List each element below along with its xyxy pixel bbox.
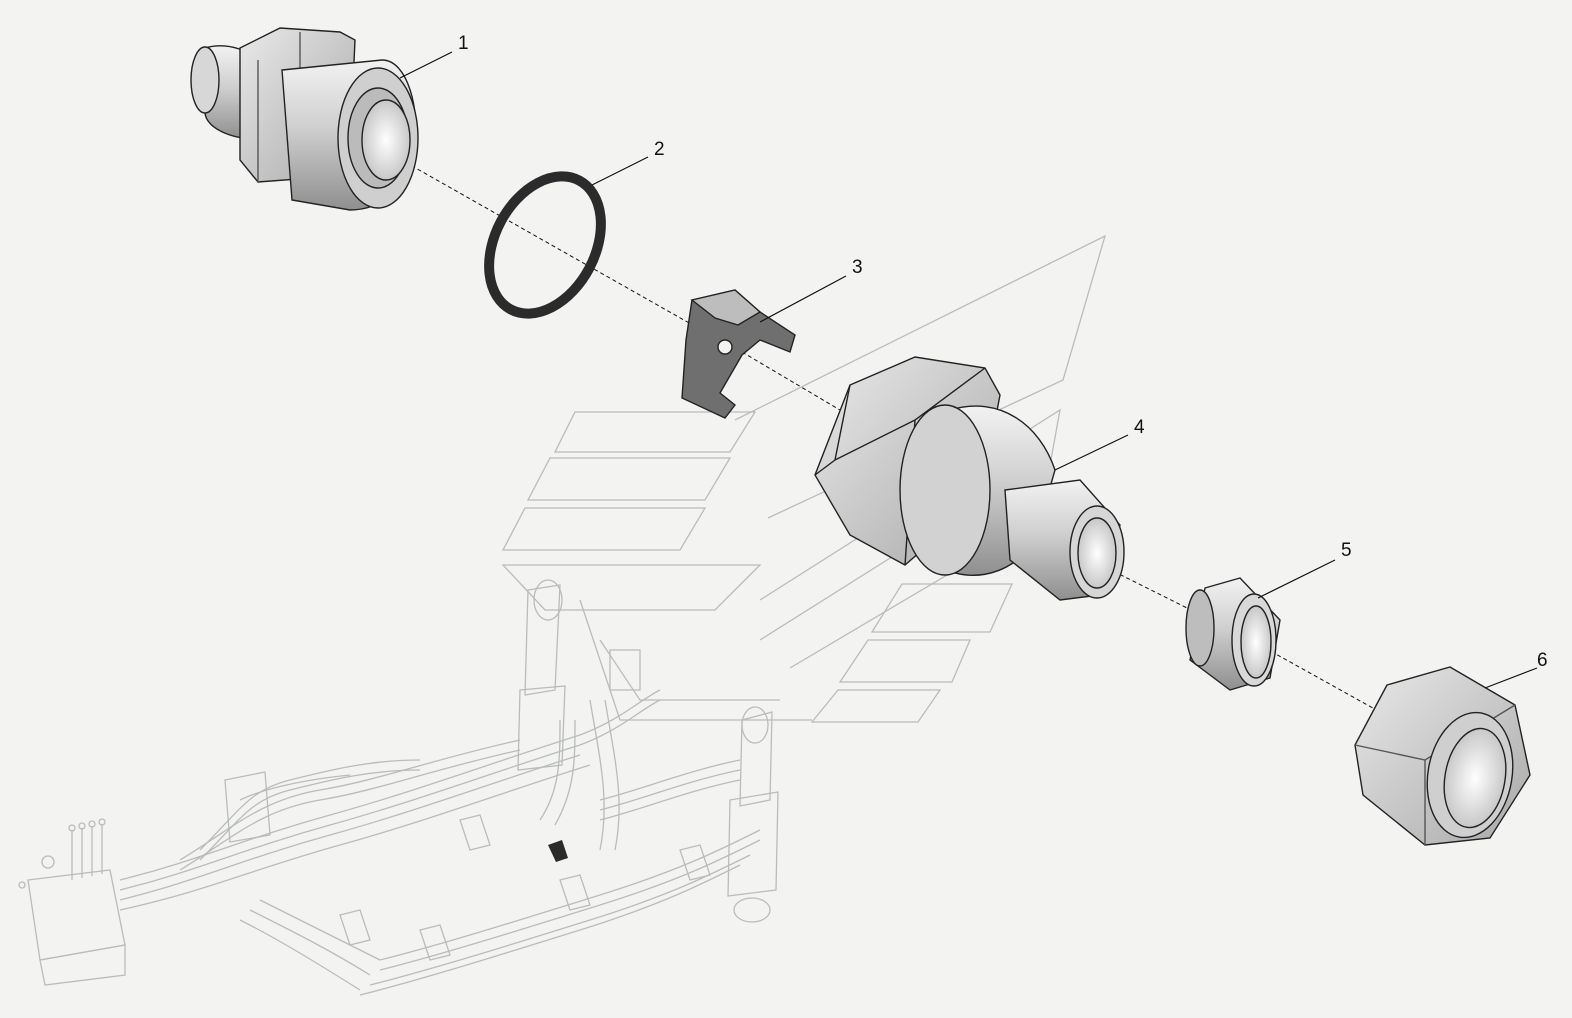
part-1-adapter bbox=[190, 27, 419, 211]
callout-1: 1 bbox=[458, 33, 469, 54]
part-2-o-ring bbox=[484, 171, 606, 319]
background-hydraulic-layout bbox=[18, 234, 1107, 996]
leader-line-4 bbox=[1054, 434, 1129, 471]
leader-lines bbox=[399, 51, 1538, 689]
callout-5: 5 bbox=[1341, 540, 1352, 561]
leader-line-1 bbox=[399, 51, 453, 79]
callout-2: 2 bbox=[654, 139, 665, 160]
assembly-axis bbox=[374, 144, 1381, 713]
leader-line-2 bbox=[591, 156, 649, 186]
leader-line-3 bbox=[759, 275, 847, 323]
highlighted-fitting-location bbox=[548, 840, 568, 862]
callout-4: 4 bbox=[1134, 417, 1145, 438]
leader-line-6 bbox=[1484, 667, 1538, 689]
leader-line-5 bbox=[1257, 559, 1336, 599]
callout-6: 6 bbox=[1537, 650, 1548, 671]
part-5-sleeve bbox=[1185, 577, 1281, 691]
part-3-clip bbox=[681, 289, 796, 419]
part-4-connector bbox=[814, 356, 1125, 601]
part-6-nut bbox=[1354, 666, 1531, 846]
callout-3: 3 bbox=[852, 257, 863, 278]
